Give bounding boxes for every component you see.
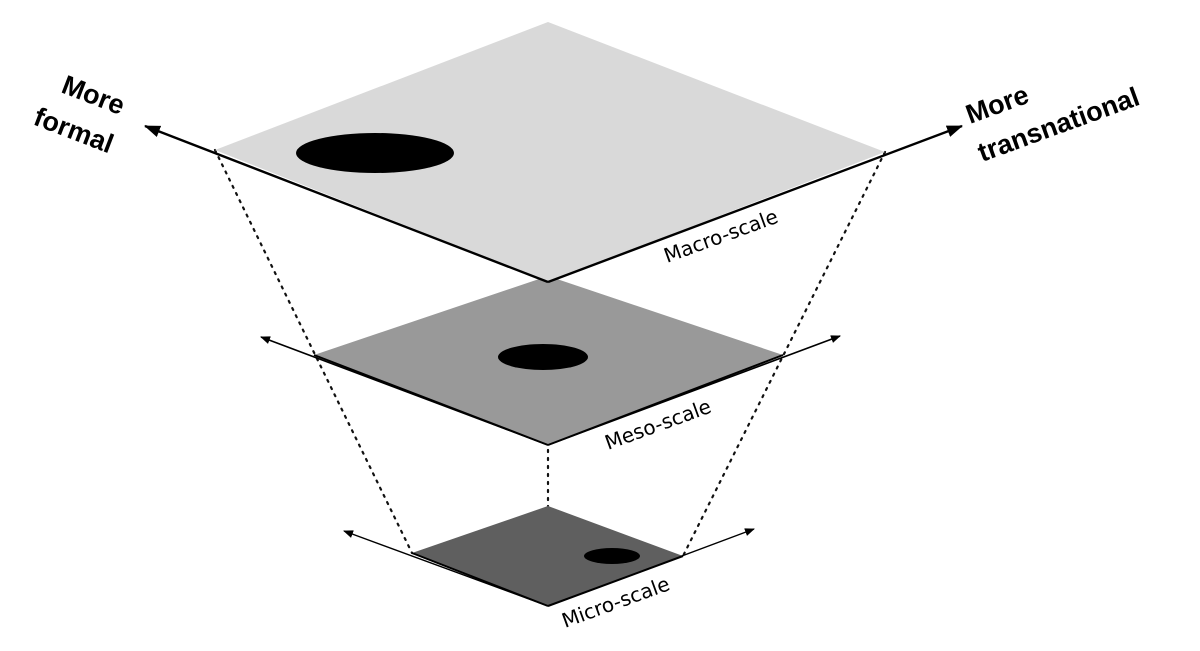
- micro-plane-front-left-edge: [411, 552, 549, 607]
- meso-plane-front-left-edge: [313, 354, 549, 446]
- micro-scale-blob: [584, 548, 640, 564]
- macro-scale-blob: [296, 133, 454, 173]
- guide-right: [681, 150, 887, 558]
- micro-plane-front-right-edge: [547, 555, 684, 607]
- axis-label-transnational: More transnational: [962, 79, 1144, 167]
- axis-label-formal: More formal: [30, 70, 129, 160]
- macro-axis-formal-arrow: [144, 124, 549, 284]
- macro-scale-plane: [215, 22, 885, 282]
- macro-scale-layer: Macro-scale: [144, 22, 963, 284]
- guide-left: [213, 148, 414, 555]
- meso-plane-front-right-edge: [547, 354, 784, 446]
- micro-scale-layer: Micro-scale: [343, 506, 755, 633]
- meso-scale-blob: [498, 344, 588, 370]
- meso-scale-layer: Meso-scale: [260, 276, 841, 455]
- macro-axis-transnational-arrow: [547, 124, 963, 284]
